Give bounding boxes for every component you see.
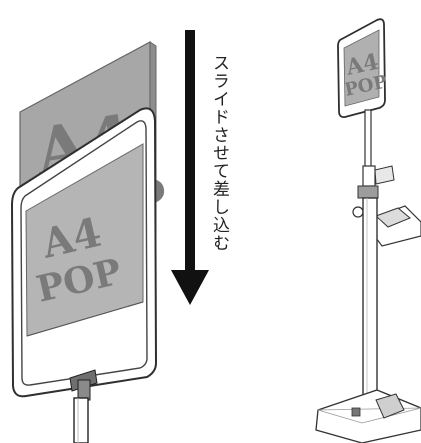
stand-pole	[73, 397, 89, 443]
down-arrow-icon	[171, 30, 209, 305]
full-stand-illustration: A4 POP	[315, 18, 421, 443]
frame-clamp	[69, 369, 98, 401]
sign-frame: A4 POP	[10, 107, 158, 398]
instruction-label: スライドさせて差し込む	[209, 54, 229, 252]
